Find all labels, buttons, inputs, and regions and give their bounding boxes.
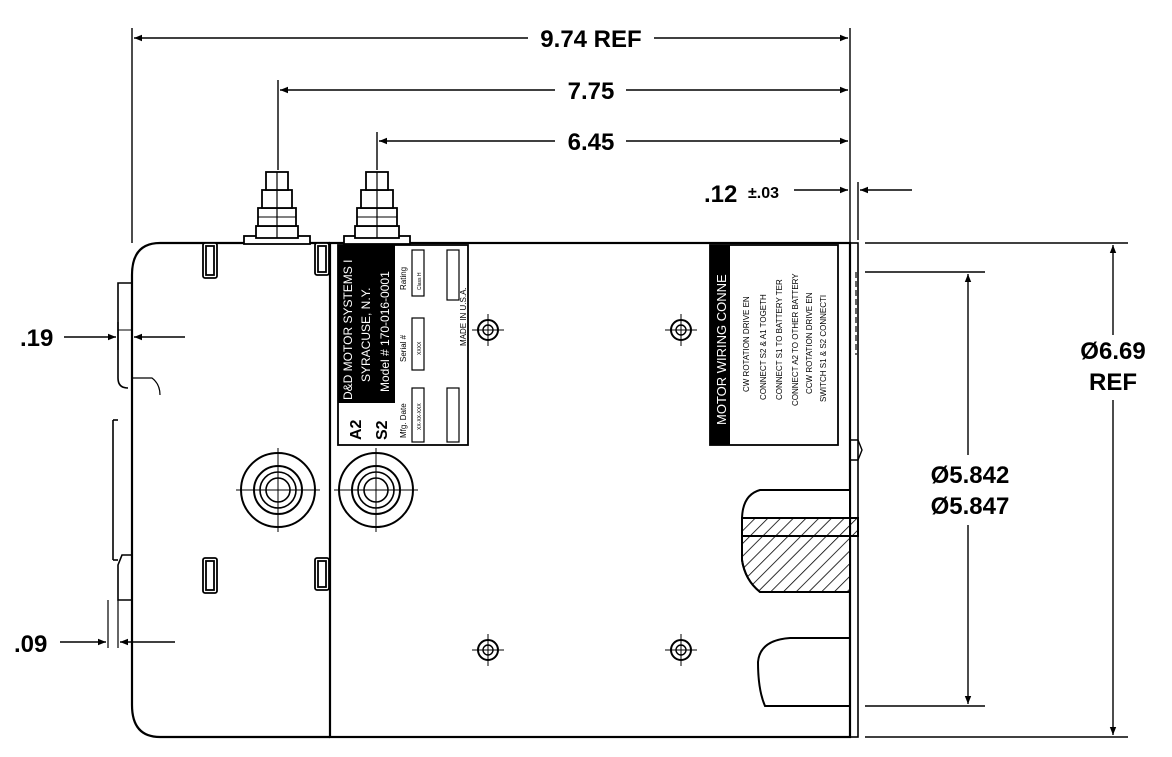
nameplate-terminal-a2: A2 <box>348 419 365 440</box>
side-terminal-right <box>334 448 418 532</box>
nameplate-terminal-s2: S2 <box>374 420 391 440</box>
wiring-line-3: CONNECT S1 TO BATTERY TER <box>775 279 784 400</box>
dim-flange-tol: ±.03 <box>748 185 779 202</box>
nameplate-city: SYRACUSE, N.Y. <box>359 288 373 382</box>
side-terminal-left <box>236 448 320 532</box>
nameplate-mfg-value: XX-XX-XXX <box>417 403 423 430</box>
housing-screws <box>472 314 697 666</box>
nameplate-rating-label: Rating <box>399 267 408 290</box>
nameplate-mfg-label: Mfg. Date <box>399 403 408 438</box>
dim-pilot-dia-min: Ø5.847 <box>931 493 1010 520</box>
nameplate-serial-label: Serial # <box>399 334 408 362</box>
dim-housing-dia-ref: REF <box>1089 369 1137 396</box>
wiring-line-2: CONNECT S2 & A1 TOGETH <box>759 294 768 400</box>
dim-overall-length: 9.74 REF <box>540 26 641 53</box>
shaft-cutaway <box>741 489 859 707</box>
dim-end-cap-offset: .19 <box>20 325 53 352</box>
end-cap <box>130 241 330 739</box>
dim-housing-dia: Ø6.69 <box>1080 338 1145 365</box>
nameplate-serial-value: XXXX <box>417 341 423 355</box>
terminal-stud-s2 <box>343 171 411 245</box>
dim-pilot-dia-max: Ø5.842 <box>931 462 1010 489</box>
wiring-label: MOTOR WIRING CONNE CW ROTATION DRIVE EN … <box>709 244 839 446</box>
nameplate: D&D MOTOR SYSTEMS I SYRACUSE, N.Y. Model… <box>337 244 469 446</box>
wiring-line-1: CW ROTATION DRIVE EN <box>742 296 751 392</box>
nameplate-model: Model # 170-016-0001 <box>378 271 392 392</box>
terminal-stud-a2 <box>243 171 311 245</box>
dimension-lines <box>60 28 1128 738</box>
end-cap-bolts <box>202 242 330 594</box>
dim-terminal-s2: 6.45 <box>568 129 615 156</box>
dim-face-offset: .09 <box>14 631 47 658</box>
wiring-line-4: CONNECT A2 TO OTHER BATTERY <box>791 273 800 406</box>
wiring-label-title: MOTOR WIRING CONNE <box>714 274 729 425</box>
wiring-line-6: SWITCH S1 & S2 CONNECTI <box>819 295 828 402</box>
dim-flange: .12 <box>704 181 737 208</box>
wiring-line-5: CCW ROTATION DRIVE EN <box>805 292 814 394</box>
dim-terminal-a2: 7.75 <box>568 78 615 105</box>
nameplate-company: D&D MOTOR SYSTEMS I <box>341 260 355 400</box>
nameplate-rating-value: Class H <box>417 272 423 290</box>
nameplate-origin: MADE IN U.S.A. <box>459 287 468 346</box>
